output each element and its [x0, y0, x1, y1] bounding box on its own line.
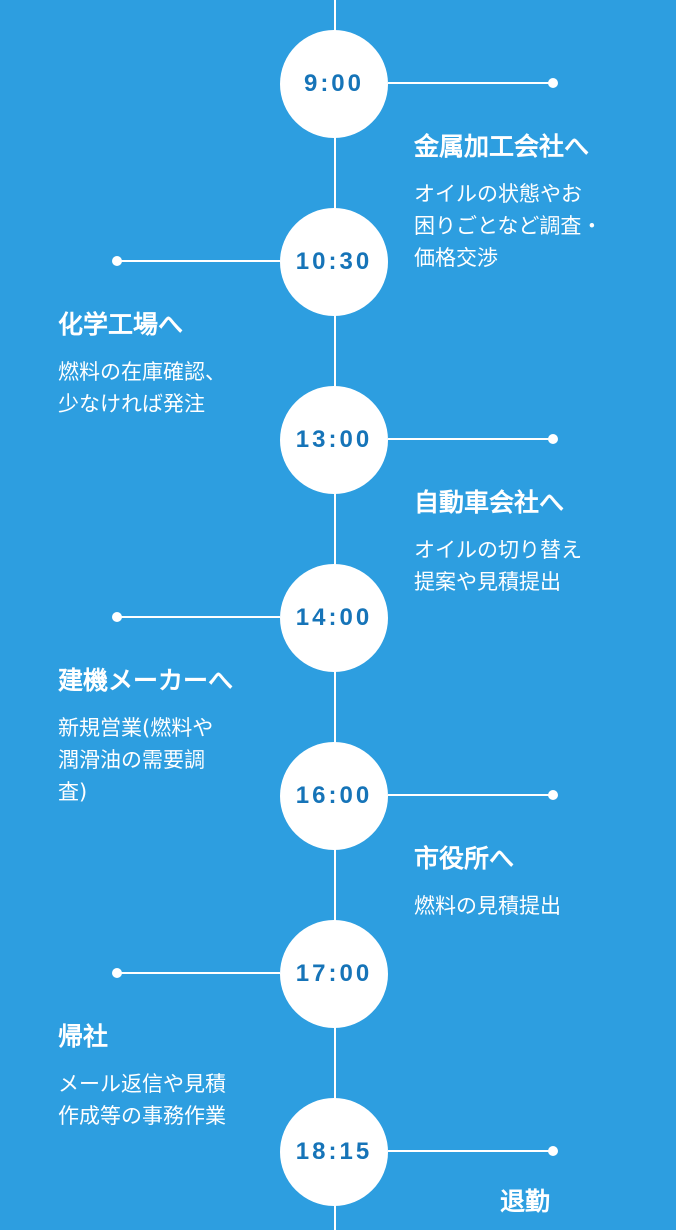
event-description: メール返信や見積 作成等の事務作業 [58, 1072, 226, 1128]
connector-line [118, 260, 280, 262]
timeline-event-1600: 16:00 市役所へ 燃料の見積提出 [0, 742, 676, 918]
connector-line [118, 616, 280, 618]
timeline-event-0900: 9:00 金属加工会社へ オイルの状態やお 困りごとなど調査・ 価格交渉 [0, 30, 676, 270]
connector-line [118, 972, 280, 974]
time-badge: 14:00 [280, 564, 388, 672]
event-text-block: 建機メーカーへ 新規営業(燃料や 潤滑油の需要調 査) [58, 666, 308, 808]
event-description: オイルの状態やお 困りごとなど調査・ 価格交渉 [414, 182, 603, 270]
event-place: 建機メーカーへ [58, 666, 234, 695]
event-text-block: 自動車会社へ オイルの切り替え 提案や見積提出 [414, 488, 664, 598]
time-badge: 17:00 [280, 920, 388, 1028]
timeline-event-1815: 18:15 [0, 1098, 676, 1206]
event-description: 新規営業(燃料や 潤滑油の需要調 査) [58, 716, 214, 804]
time-badge: 16:00 [280, 742, 388, 850]
connector-dot [112, 612, 122, 622]
connector-dot [112, 968, 122, 978]
event-place: 化学工場へ [58, 310, 184, 339]
event-place: 金属加工会社へ [414, 132, 590, 161]
event-text-block: 市役所へ 燃料の見積提出 [414, 844, 664, 922]
time-badge: 18:15 [280, 1098, 388, 1206]
event-description: 燃料の在庫確認、 少なければ発注 [58, 360, 226, 416]
time-badge: 10:30 [280, 208, 388, 316]
event-place: 自動車会社へ [414, 488, 565, 517]
connector-dot [548, 434, 558, 444]
event-description: オイルの切り替え 提案や見積提出 [414, 538, 582, 594]
connector-line [388, 794, 554, 796]
event-text-block: 帰社 メール返信や見積 作成等の事務作業 [58, 1022, 308, 1132]
event-place-leaving: 退勤 [500, 1187, 551, 1216]
timeline-event-1300: 13:00 自動車会社へ オイルの切り替え 提案や見積提出 [0, 386, 676, 594]
connector-dot [112, 256, 122, 266]
event-text-block: 化学工場へ 燃料の在庫確認、 少なければ発注 [58, 310, 308, 420]
connector-dot [548, 78, 558, 88]
event-text-block: 金属加工会社へ オイルの状態やお 困りごとなど調査・ 価格交渉 [414, 132, 664, 274]
timeline-event-1030: 10:30 化学工場へ 燃料の在庫確認、 少なければ発注 [0, 208, 676, 416]
connector-dot [548, 790, 558, 800]
event-description: 燃料の見積提出 [414, 894, 561, 918]
timeline-event-1400: 14:00 建機メーカーへ 新規営業(燃料や 潤滑油の需要調 査) [0, 564, 676, 804]
event-place: 帰社 [58, 1022, 109, 1051]
connector-line [388, 82, 554, 84]
connector-dot [548, 1146, 558, 1156]
timeline-event-1700: 17:00 帰社 メール返信や見積 作成等の事務作業 [0, 920, 676, 1128]
connector-line [388, 438, 554, 440]
event-place: 市役所へ [414, 844, 515, 873]
connector-line [388, 1150, 554, 1152]
time-badge: 9:00 [280, 30, 388, 138]
time-badge: 13:00 [280, 386, 388, 494]
